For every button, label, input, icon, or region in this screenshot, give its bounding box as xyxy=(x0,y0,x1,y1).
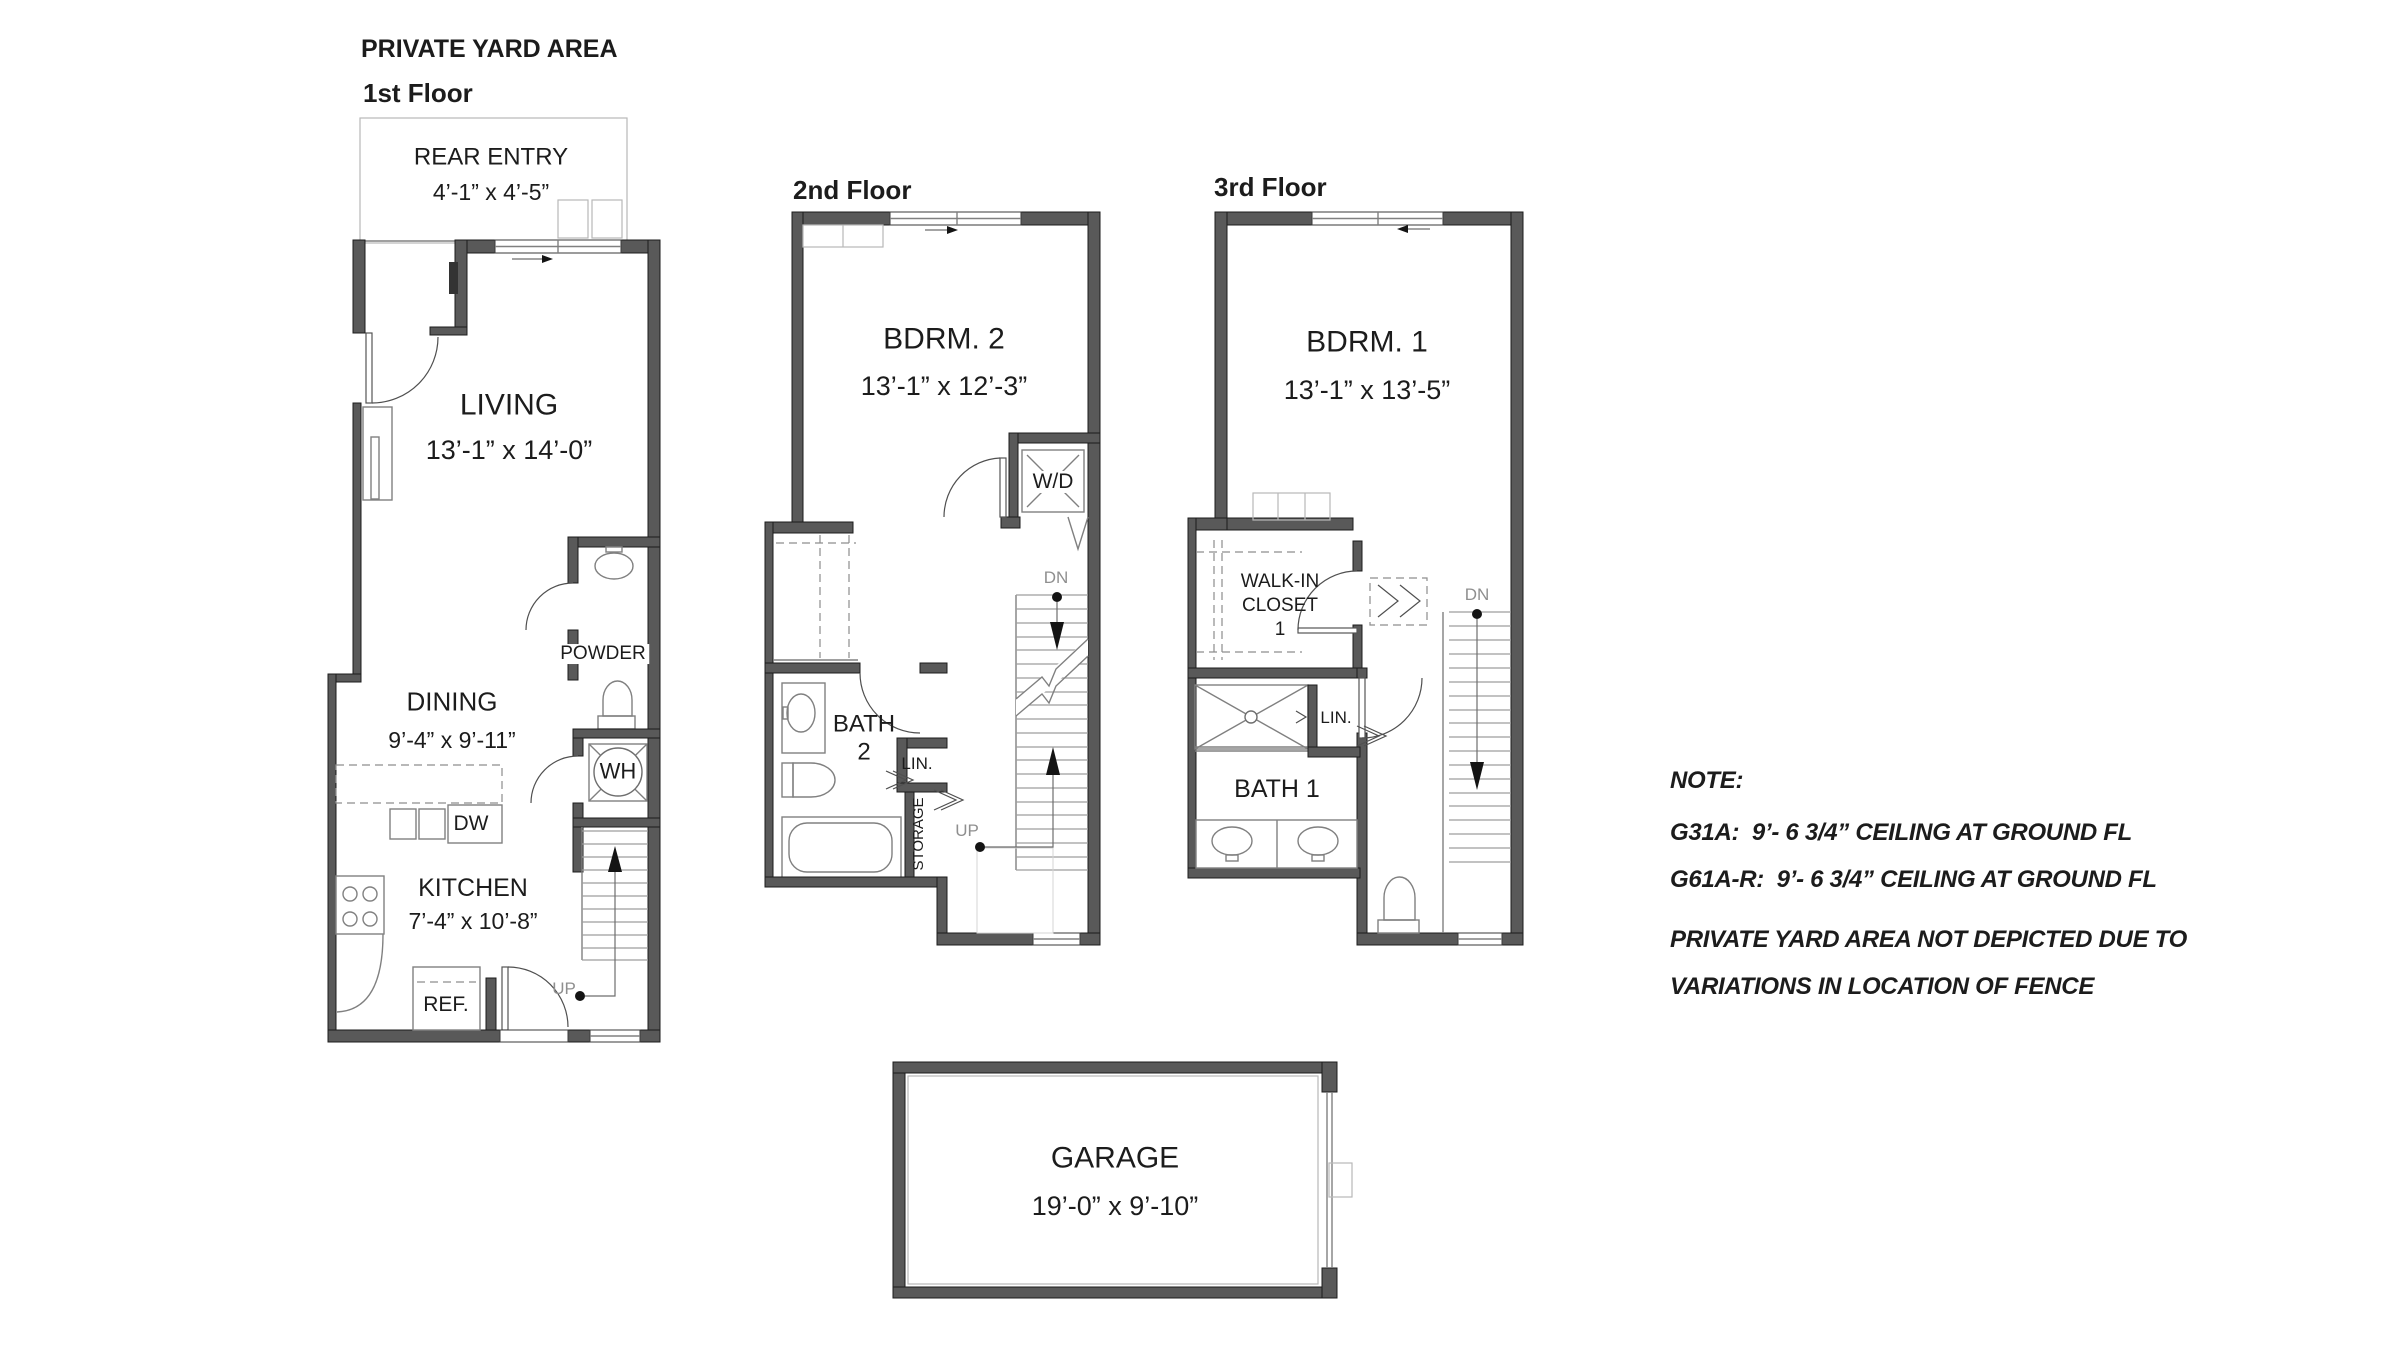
second-floor-title: 2nd Floor xyxy=(793,175,912,205)
garage-dims: 19’-0” x 9’-10” xyxy=(1031,1190,1199,1221)
kitchen-label: KITCHEN xyxy=(418,873,528,902)
linen-label-floor3: LIN. xyxy=(1320,708,1352,728)
note-yard-disclaimer-line1: PRIVATE YARD AREA NOT DEPICTED DUE TO xyxy=(1670,926,2187,953)
rear-entry-dims: 4’-1” x 4’-5” xyxy=(432,178,550,205)
bath2-label-line1: BATH xyxy=(832,710,896,738)
storage-label: STORAGE xyxy=(910,797,928,871)
garage-label: GARAGE xyxy=(1050,1141,1180,1175)
note-ceiling-g61ar: G61A-R: 9’- 6 3/4” CEILING AT GROUND FL xyxy=(1670,866,2157,893)
bedroom1-label: BDRM. 1 xyxy=(1306,325,1428,359)
note-yard-disclaimer-line2: VARIATIONS IN LOCATION OF FENCE xyxy=(1670,973,2095,1000)
private-yard-area-title: PRIVATE YARD AREA xyxy=(361,35,618,63)
stairs-up-label-floor1: UP xyxy=(552,979,576,999)
second-floor-plan xyxy=(764,211,1101,946)
dining-room-dims: 9’-4” x 9’-11” xyxy=(388,726,516,753)
first-floor-plan xyxy=(327,117,661,1043)
water-heater-label: WH xyxy=(599,758,637,784)
washer-dryer-label: W/D xyxy=(1029,470,1077,494)
first-floor-title: 1st Floor xyxy=(363,78,473,108)
kitchen-dims: 7’-4” x 10’-8” xyxy=(408,907,538,934)
refrigerator-label: REF. xyxy=(423,992,469,1016)
stairs-down-label-floor2: DN xyxy=(1043,568,1069,588)
bedroom2-dims: 13’-1” x 12’-3” xyxy=(860,370,1028,401)
third-floor-title: 3rd Floor xyxy=(1214,172,1327,202)
walkin-closet-label-line3: 1 xyxy=(1274,619,1286,641)
rear-entry-label: REAR ENTRY xyxy=(413,143,569,171)
note-ceiling-g31a: G31A: 9’- 6 3/4” CEILING AT GROUND FL xyxy=(1670,819,2132,846)
linen-label-floor2: LIN. xyxy=(901,754,933,774)
walkin-closet-label-line1: WALK-IN xyxy=(1240,571,1320,593)
stairs-down-label-floor3: DN xyxy=(1464,585,1490,605)
living-room-dims: 13’-1” x 14’-0” xyxy=(425,434,593,465)
bedroom2-label: BDRM. 2 xyxy=(883,322,1005,356)
dining-room-label: DINING xyxy=(406,686,498,717)
garage-plan xyxy=(892,1061,1353,1299)
bath1-label: BATH 1 xyxy=(1234,774,1320,803)
note-heading: NOTE: xyxy=(1670,767,1744,794)
powder-room-label: POWDER xyxy=(557,644,649,664)
third-floor-plan xyxy=(1187,211,1524,946)
living-room-label: LIVING xyxy=(459,388,559,422)
bath2-label-line2: 2 xyxy=(857,738,871,766)
stairs-up-label-floor2: UP xyxy=(955,821,979,841)
walkin-closet-label-line2: CLOSET xyxy=(1241,595,1319,617)
bedroom1-dims: 13’-1” x 13’-5” xyxy=(1283,374,1451,405)
dishwasher-label: DW xyxy=(453,811,489,835)
